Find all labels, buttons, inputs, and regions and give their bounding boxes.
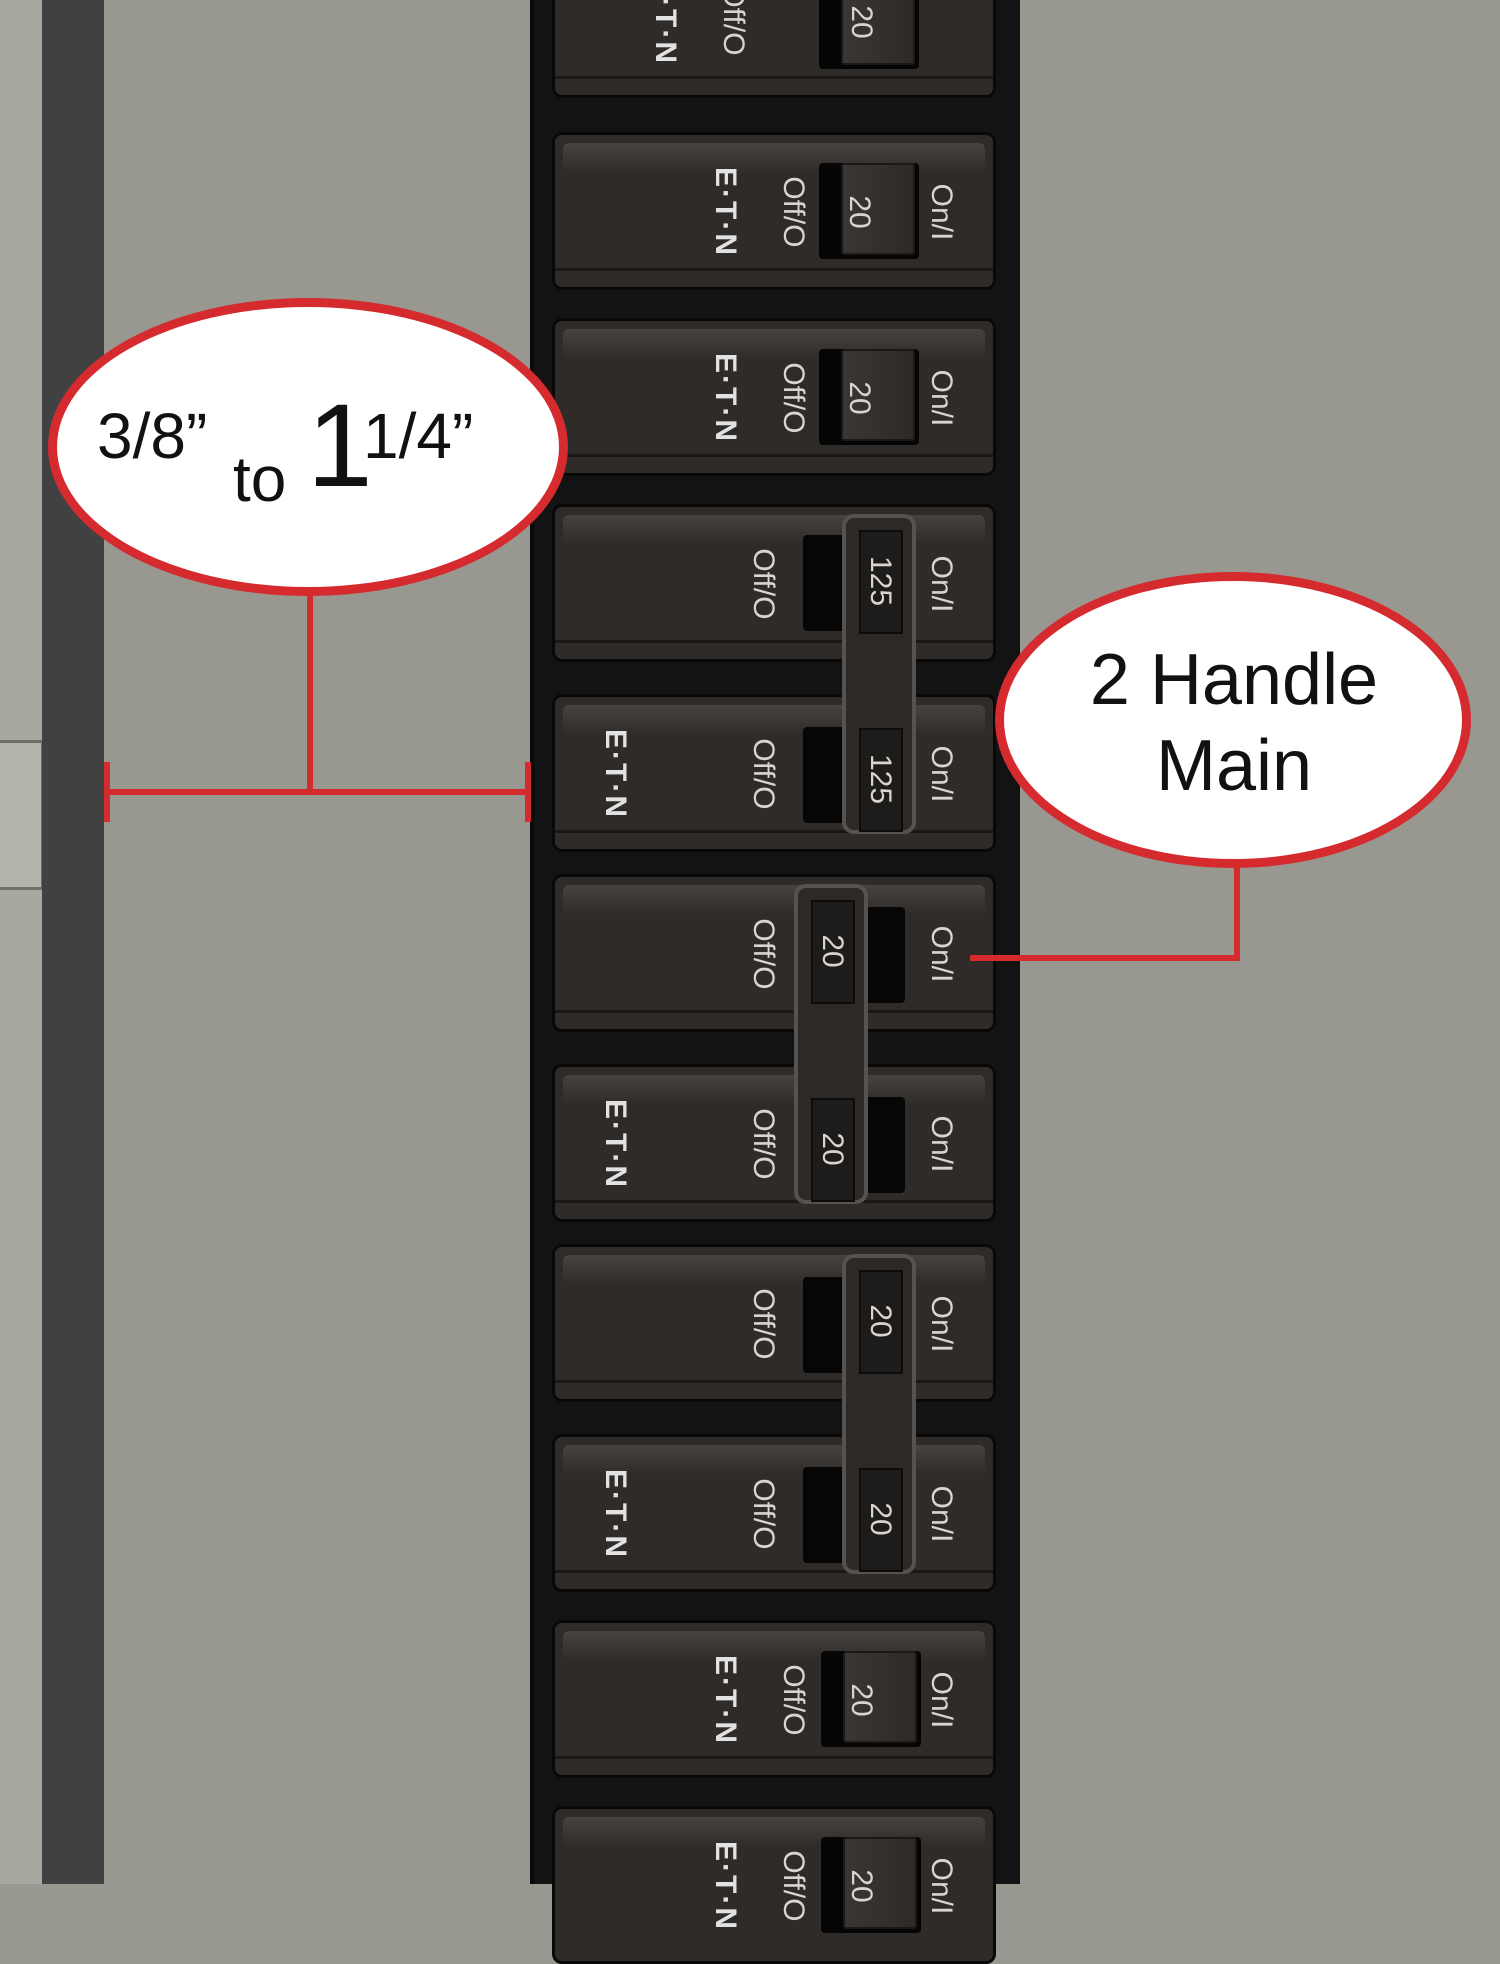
breaker-on-label: On/I bbox=[925, 925, 958, 983]
brand-logo: E·T·N bbox=[599, 1099, 632, 1189]
rating-label: 20 bbox=[845, 1683, 878, 1717]
breaker-on-label: On/I bbox=[925, 183, 958, 241]
brand-logo: E·T·N bbox=[709, 1655, 742, 1745]
breaker-off-label: Off/O bbox=[747, 1288, 780, 1360]
enclosure-bracket bbox=[0, 740, 44, 890]
breaker-main-pole-1: On/I Off/O bbox=[552, 504, 996, 662]
breaker-on-label: On/I bbox=[925, 745, 958, 803]
main-rating-label: 125 bbox=[864, 753, 897, 805]
main-callout-line2: Main bbox=[1155, 726, 1313, 806]
two-pole-handle-tiebar[interactable]: 20 20 bbox=[794, 884, 868, 1204]
handle-knob bbox=[803, 1467, 849, 1563]
breaker-on-label: On/I bbox=[925, 1857, 958, 1915]
handle-knob bbox=[803, 727, 849, 823]
rating-label: 20 bbox=[816, 1132, 849, 1166]
breaker-7: On/I Off/O E·T·N bbox=[552, 1064, 996, 1222]
breaker-handle[interactable] bbox=[819, 163, 919, 259]
brand-logo: E·T·N bbox=[709, 167, 742, 257]
breaker-off-label: Off/O bbox=[777, 362, 810, 434]
brand-logo: E·T·N bbox=[649, 0, 682, 65]
main-callout-line1: 2 Handle bbox=[1089, 640, 1379, 720]
clearance-to: to bbox=[233, 443, 287, 515]
breaker-on-label: On/I bbox=[925, 1295, 958, 1353]
breaker-9: On/I Off/O E·T·N bbox=[552, 1434, 996, 1592]
enclosure-frame bbox=[0, 0, 44, 1884]
rating-label: 20 bbox=[845, 1869, 878, 1903]
clearance-callout: 3/8” to 1 1/4” bbox=[48, 298, 568, 596]
rating-label: 20 bbox=[864, 1304, 897, 1338]
breaker-handle[interactable] bbox=[821, 1837, 921, 1933]
brand-logo: E·T·N bbox=[709, 353, 742, 443]
rating-label: 20 bbox=[816, 934, 849, 968]
breaker-on-label: On/I bbox=[925, 1115, 958, 1173]
main-handle-tiebar[interactable]: 125 125 bbox=[842, 514, 916, 834]
breaker-handle[interactable] bbox=[819, 0, 919, 69]
breaker-on-label: On/I bbox=[925, 555, 958, 613]
breaker-11: On/I Off/O E·T·N 20 bbox=[552, 1806, 996, 1964]
rating-label: 20 bbox=[864, 1502, 897, 1536]
breaker-on-label: On/I bbox=[925, 369, 958, 427]
dimension-tick-left bbox=[104, 762, 110, 822]
handle-knob bbox=[803, 535, 849, 631]
breaker-off-label: Off/O bbox=[747, 548, 780, 620]
breaker-off-label: Off/O bbox=[777, 176, 810, 248]
breaker-off-label: Off/O bbox=[747, 738, 780, 810]
main-handle-callout: 2 Handle Main bbox=[995, 572, 1471, 868]
clearance-min: 3/8” bbox=[97, 400, 208, 472]
rating-label: 20 bbox=[843, 195, 876, 229]
handle-knob bbox=[803, 1277, 849, 1373]
breaker-off-label: Off/O bbox=[747, 918, 780, 990]
breaker-off-label: Off/O bbox=[777, 1850, 810, 1922]
breaker-handle[interactable] bbox=[821, 1651, 921, 1747]
dimension-line bbox=[106, 789, 530, 795]
breaker-off-label: Off/O bbox=[777, 1664, 810, 1736]
brand-logo: E·T·N bbox=[599, 729, 632, 819]
breaker-1: On/I Off/O E·T·N 20 bbox=[552, 0, 996, 98]
breaker-off-label: Off/O bbox=[747, 1108, 780, 1180]
enclosure-gutter bbox=[42, 0, 104, 1884]
breaker-handle[interactable] bbox=[819, 349, 919, 445]
breaker-on-label: On/I bbox=[925, 1485, 958, 1543]
rating-label: 20 bbox=[845, 5, 878, 39]
brand-logo: E·T·N bbox=[709, 1841, 742, 1931]
breaker-main-pole-2: On/I Off/O E·T·N bbox=[552, 694, 996, 852]
clearance-max-fraction: 1/4” bbox=[363, 400, 474, 472]
breaker-off-label: Off/O bbox=[747, 1478, 780, 1550]
breaker-on-label: On/I bbox=[925, 1671, 958, 1729]
breaker-off-label: Off/O bbox=[717, 0, 750, 56]
main-rating-label: 125 bbox=[864, 555, 897, 607]
dimension-tick-right bbox=[525, 762, 531, 822]
breaker-6: On/I Off/O bbox=[552, 874, 996, 1032]
dimension-leader bbox=[307, 590, 313, 792]
breaker-10: On/I Off/O E·T·N 20 bbox=[552, 1620, 996, 1778]
breaker-3: On/I Off/O E·T·N 20 bbox=[552, 318, 996, 476]
brand-logo: E·T·N bbox=[599, 1469, 632, 1559]
main-leader-vertical bbox=[1234, 860, 1240, 960]
main-leader-horizontal bbox=[970, 955, 1240, 961]
clearance-max-whole: 1 bbox=[307, 380, 373, 512]
breaker-8: On/I Off/O bbox=[552, 1244, 996, 1402]
rating-label: 20 bbox=[843, 381, 876, 415]
breaker-2: On/I Off/O E·T·N 20 bbox=[552, 132, 996, 290]
two-pole-handle-tiebar[interactable]: 20 20 bbox=[842, 1254, 916, 1574]
